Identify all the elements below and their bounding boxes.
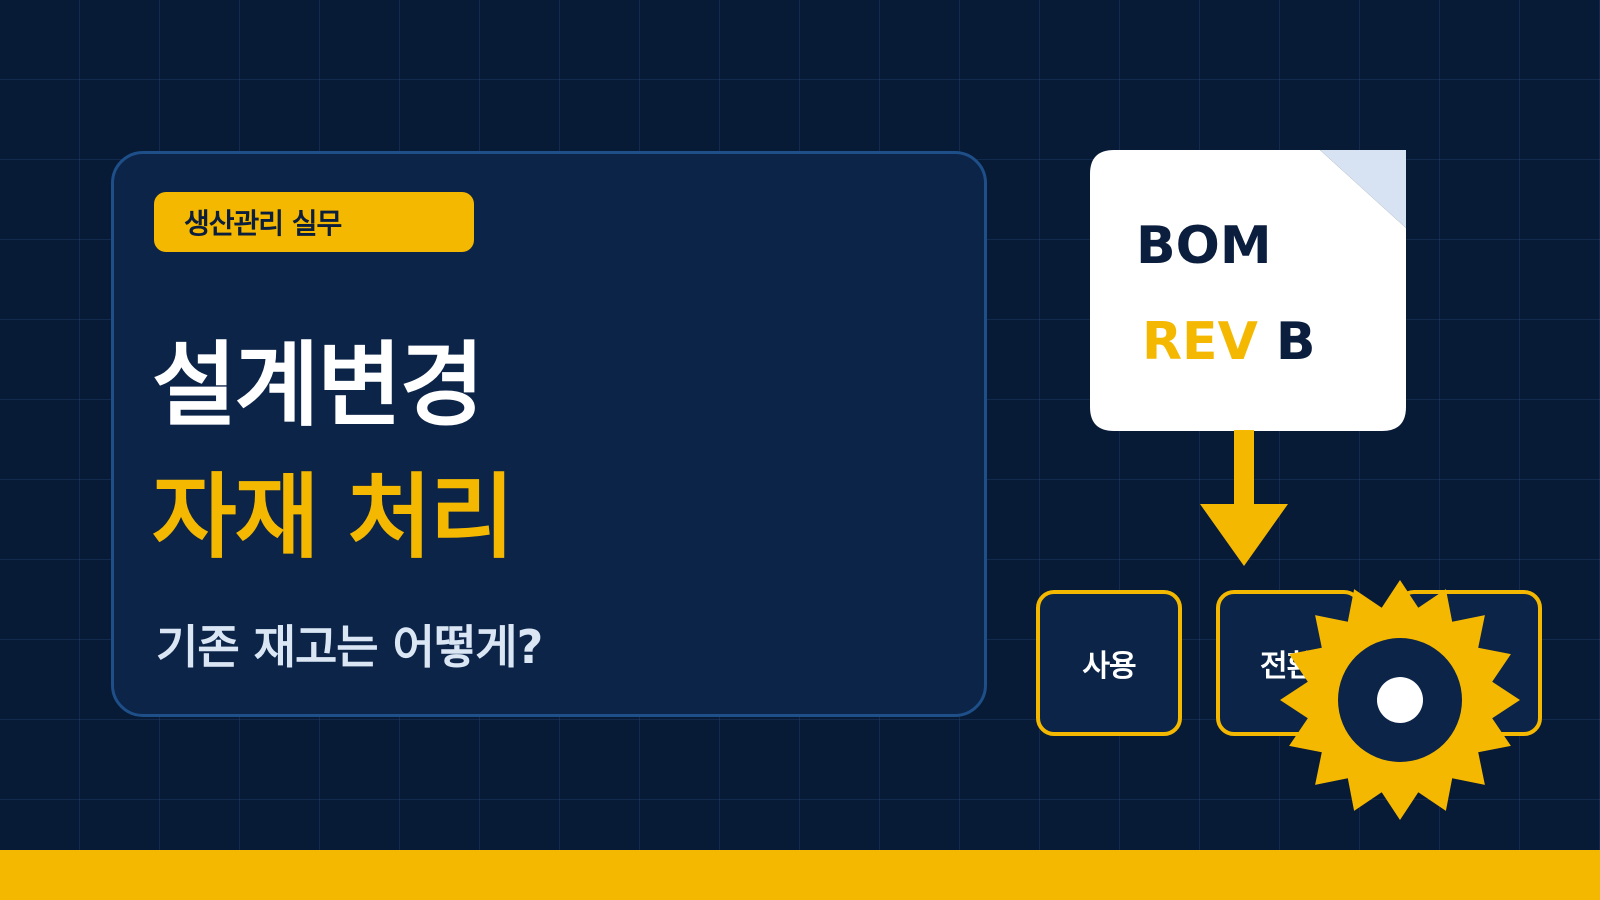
option-use-label: 사용 <box>1082 649 1136 684</box>
document-icon <box>1090 150 1406 431</box>
bom-revision: REV B <box>1142 316 1316 368</box>
gear-icon <box>1280 580 1520 820</box>
bottom-accent-bar <box>0 850 1600 900</box>
title-line-1: 설계변경 <box>152 332 485 439</box>
title-line-2: 자재 처리 <box>152 464 515 571</box>
revision-letter: B <box>1275 312 1316 372</box>
option-use: 사용 <box>1036 590 1182 736</box>
bom-document: BOM REV B <box>1090 150 1406 431</box>
category-badge: 생산관리 실무 <box>154 192 474 252</box>
subtitle: 기존 재고는 어떻게? <box>156 620 543 674</box>
arrow-down-icon <box>1200 430 1288 566</box>
title-card: 생산관리 실무 설계변경 자재 처리 기존 재고는 어떻게? <box>111 151 987 717</box>
revision-label: REV <box>1142 312 1258 372</box>
bom-title: BOM <box>1136 216 1272 276</box>
